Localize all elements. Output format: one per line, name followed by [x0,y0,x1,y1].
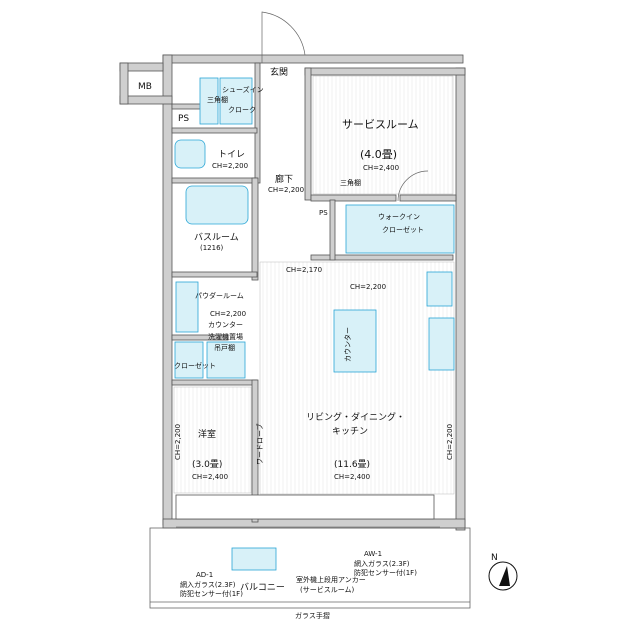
ldk-label-2: キッチン [332,426,368,437]
aw1-note-2: 防犯センサー付(1F) [354,568,417,577]
western-room-size: (3.0畳) [192,459,222,470]
walk-in-door[interactable] [397,170,429,202]
ad1-label: AD-1 [196,571,213,579]
north-arrow-icon [488,561,518,591]
mb-label: MB [138,82,152,92]
western-room-label: 洋室 [198,428,216,440]
ldk-size: (11.6畳) [334,459,370,470]
western-room-floor [173,386,252,494]
ad1-note-1: 網入ガラス(2.3F) [180,580,236,589]
railing-label: ガラス手摺 [295,611,330,620]
closet-fixture [174,341,204,379]
ad1-note-2: 防犯センサー付(1F) [180,589,243,598]
anchor-label-1: 室外機上段用アンカー [296,575,366,584]
service-room-size: (4.0畳) [360,148,397,161]
hanging-cabinet-label: 吊戸棚 [214,343,235,352]
shoes-in-cloak [219,77,253,125]
toilet-fixture [174,139,206,169]
entrance-door[interactable] [261,11,306,63]
bathroom-label: バスルーム [194,232,239,243]
ch-2200: CH=2,200 [350,283,386,291]
walk-in-label-2: クローゼット [382,225,424,234]
outer-walls [119,54,466,531]
aw1-note-1: 網入ガラス(2.3F) [354,559,410,568]
anchor-label-2: (サービスルーム) [300,585,355,594]
ch-right: CH=2,200 [446,424,454,460]
balcony [149,527,471,609]
bathtub [185,185,249,225]
washbasin [175,281,199,333]
outdoor-unit-icon [231,547,277,571]
triangle-shelf [199,77,219,125]
aw1-label: AW-1 [364,550,382,558]
ch-2170: CH=2,170 [286,266,322,274]
triangle-shelf-2-label: 三角棚 [340,178,361,187]
kitchen-island [333,309,377,373]
powder-room-label: パウダールーム [195,291,244,300]
ldk-ch: CH=2,400 [334,473,370,481]
shoes-in-label: シューズイン [222,85,264,94]
walk-in-closet [345,204,455,254]
service-room-label: サービスルーム [342,118,419,131]
cloak-label: クローク [228,106,256,114]
washing-machine-space [206,341,246,379]
ldk-label-1: リビング・ダイニング・ [306,411,405,423]
balcony-label: バルコニー [240,582,285,593]
north-label: N [491,553,498,563]
ch-left: CH=2,200 [174,424,182,460]
powder-room-ch: CH=2,200 [210,310,246,318]
genkan-label: 玄関 [270,66,288,78]
ps-label-1: PS [178,114,189,124]
bathroom-size: (1216) [200,244,224,252]
kitchen-counter-label: カウンター [343,327,352,362]
western-room-ch: CH=2,400 [192,473,228,481]
washer-label: 洗濯機置場 [208,332,243,341]
hallway-ch: CH=2,200 [268,186,304,194]
stove-icon [426,271,453,307]
wardrobe-label: ワードローブ [255,423,264,465]
walk-in-label: ウォークイン [378,213,420,221]
toilet-ch: CH=2,200 [212,162,248,170]
service-room-ch: CH=2,400 [363,164,399,172]
toilet-label: トイレ [218,150,245,160]
interior-walls [171,62,457,523]
counter-label: カウンター [208,320,243,329]
ps-label-2: PS [319,209,328,217]
sink-icon [428,317,455,371]
hallway-label: 廊下 [275,173,293,185]
ldk-floor [259,261,455,495]
closet-label: クローゼット [174,361,216,370]
service-room-floor [312,75,454,195]
triangle-shelf-label: 三角棚 [207,95,228,104]
